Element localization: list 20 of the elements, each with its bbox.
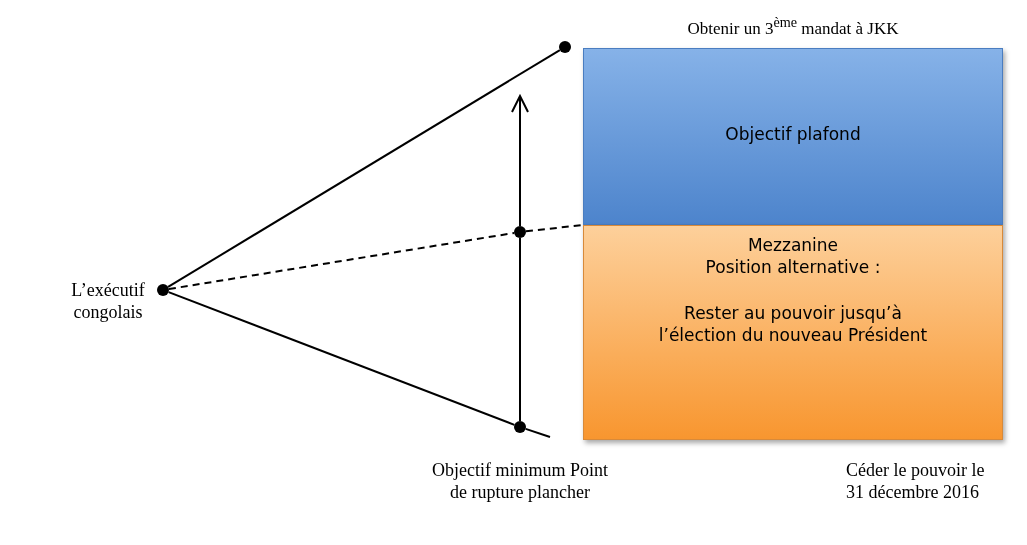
actor-label: L’exécutif congolais [66,279,150,325]
line [167,49,561,288]
point-marker [157,284,169,296]
box-text: Mezzanine [746,234,840,256]
box-text: Rester au pouvoir jusqu’à l’élection du nouveau Président [657,302,929,346]
line [519,237,521,422]
fallback-label: Céder le pouvoir le 31 décembre 2016 [846,459,996,545]
dashed-line [524,224,584,233]
line [167,291,516,426]
floor-objective-label: Objectif minimum Point de rupture plancher [425,459,615,545]
dashed-line [167,231,516,291]
line [524,427,551,438]
point-marker [514,421,526,433]
mezzanine-objective-box [583,225,1003,440]
box-text: Position alternative : [704,256,882,278]
point-marker [559,41,571,53]
point-marker [514,226,526,238]
arrow [511,95,529,227]
box-heading: Obtenir un 3$^{ème}$ mandat à JKK [686,13,900,40]
box-text: Objectif plafond [724,123,862,145]
